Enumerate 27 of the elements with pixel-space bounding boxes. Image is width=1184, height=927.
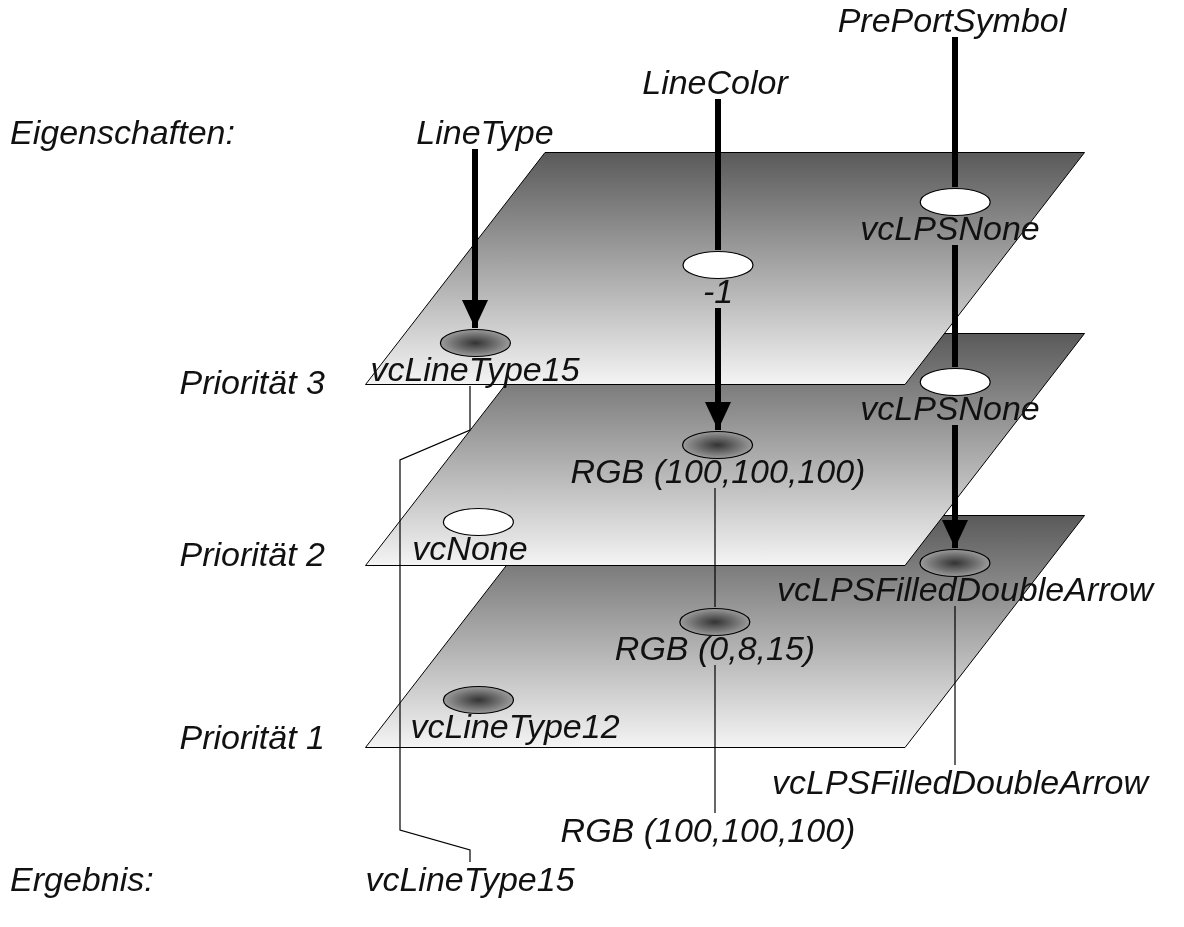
row-heading: Eigenschaften:	[10, 115, 235, 149]
arrow	[942, 425, 968, 548]
priority-label: Priorität 2	[179, 537, 325, 571]
connector-line	[715, 99, 721, 250]
connector-line	[399, 385, 471, 863]
priority-label: Priorität 1	[179, 720, 325, 754]
arrow	[462, 149, 488, 328]
connector-line	[714, 487, 716, 608]
property-name: LineType	[416, 115, 554, 149]
property-value: vcLineType12	[410, 709, 620, 743]
arrow	[705, 308, 731, 430]
property-value: vcLineType15	[370, 352, 580, 386]
property-value: RGB (0,8,15)	[614, 631, 816, 665]
row-heading: Ergebnis:	[10, 862, 154, 896]
priority-label: Priorität 3	[179, 365, 325, 399]
connector-line	[952, 245, 958, 367]
property-name: PrePortSymbol	[837, 3, 1067, 37]
property-name: LineColor	[642, 65, 788, 99]
connector-line	[954, 605, 956, 766]
connector-line	[952, 37, 958, 187]
property-value: vcNone	[412, 531, 528, 565]
connector-line	[714, 664, 716, 814]
result-value: RGB (100,100,100)	[560, 813, 856, 847]
property-value: RGB (100,100,100)	[570, 454, 866, 488]
property-value: -1	[702, 274, 734, 308]
result-value: vcLineType15	[365, 862, 575, 896]
result-value: vcLPSFilledDoubleArrow	[772, 765, 1148, 799]
